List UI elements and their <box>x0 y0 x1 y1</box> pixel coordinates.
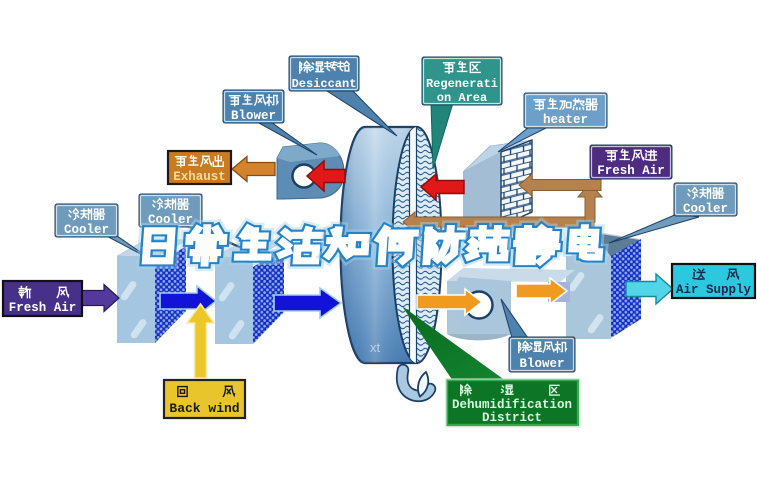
svg-text:Regenerati: Regenerati <box>426 77 498 91</box>
svg-text:Desiccant: Desiccant <box>292 77 357 91</box>
svg-text:Blower: Blower <box>519 357 564 371</box>
svg-text:xt: xt <box>370 340 381 355</box>
svg-text:Back wind: Back wind <box>169 401 239 416</box>
svg-text:on Area: on Area <box>437 91 487 105</box>
svg-text:Blower: Blower <box>231 109 276 123</box>
svg-text:Exhaust: Exhaust <box>173 170 226 184</box>
svg-text:Dehumidification: Dehumidification <box>452 398 572 412</box>
svg-text:Cooler: Cooler <box>64 223 109 237</box>
svg-text:Cooler: Cooler <box>683 202 728 216</box>
svg-text:Fresh Air: Fresh Air <box>9 301 77 315</box>
svg-text:heater: heater <box>543 113 588 127</box>
svg-text:District: District <box>482 411 542 425</box>
svg-text:Air Supply: Air Supply <box>676 283 752 297</box>
svg-text:Fresh Air: Fresh Air <box>597 164 665 178</box>
